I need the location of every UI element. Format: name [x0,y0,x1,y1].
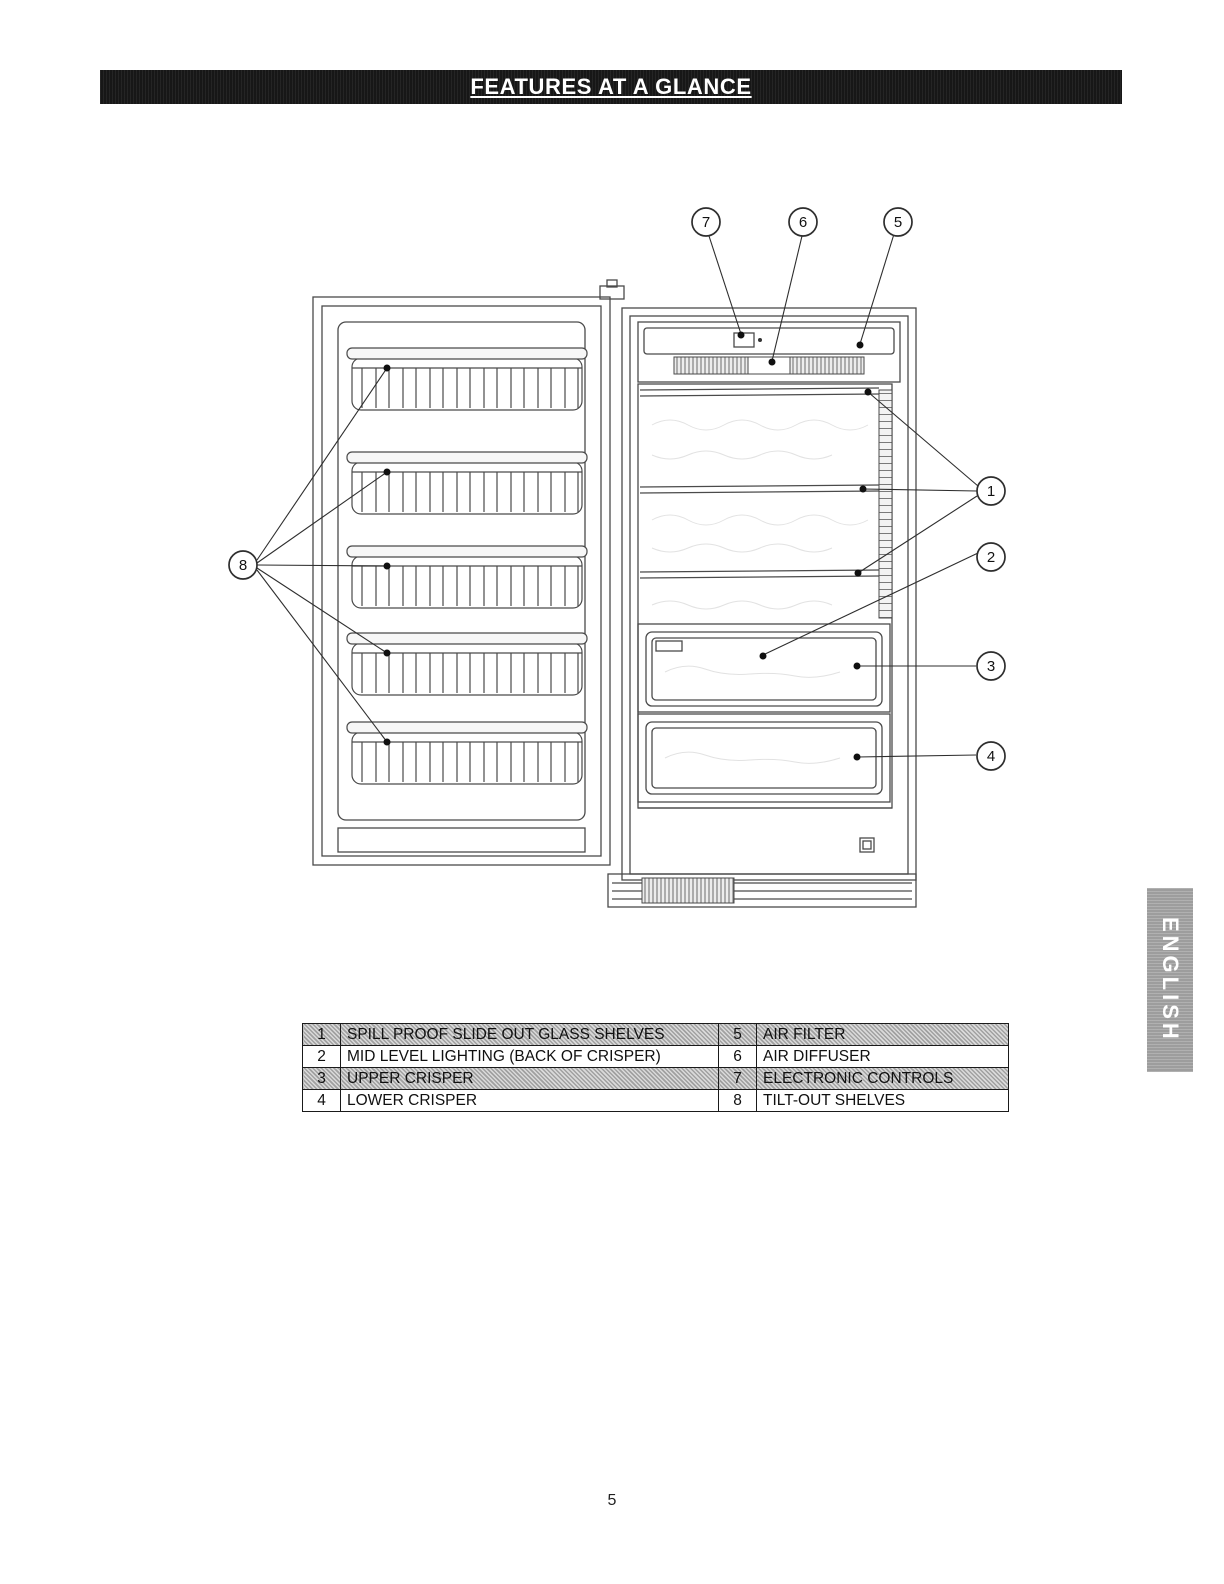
callout-3: 3 [853,651,1006,681]
electronic-controls-panel [643,327,895,355]
callout-6: 6 [768,207,818,366]
feature-label: UPPER CRISPER [340,1067,719,1090]
callout-number: 6 [799,214,807,231]
table-row: 3 UPPER CRISPER 7 ELECTRONIC CONTROLS [302,1067,1009,1090]
callout-2: 2 [759,542,1006,660]
table-row: 2 MID LEVEL LIGHTING (BACK OF CRISPER) 6… [302,1045,1009,1068]
feature-number: 8 [718,1089,757,1112]
feature-label: AIR FILTER [756,1023,1009,1046]
callout-number: 1 [987,483,995,500]
crisper-handle [655,640,683,652]
feature-label: LOWER CRISPER [340,1089,719,1112]
glass-shelves [639,387,880,579]
tilt-out-shelf [346,721,588,785]
page-title: FEATURES AT A GLANCE [470,74,752,99]
tilt-out-shelf [346,451,588,515]
callout-number: 5 [894,214,902,231]
table-row: 1 SPILL PROOF SLIDE OUT GLASS SHELVES 5 … [302,1023,1009,1046]
callout-8: 8 [228,364,391,746]
callout-number: 7 [702,214,710,231]
feature-label: SPILL PROOF SLIDE OUT GLASS SHELVES [340,1023,719,1046]
callout-1: 1 [854,388,1006,577]
features-table: 1 SPILL PROOF SLIDE OUT GLASS SHELVES 5 … [302,1023,1009,1112]
tilt-out-shelf [346,632,588,696]
feature-number: 4 [302,1089,341,1112]
upper-crisper [637,623,891,713]
tilt-out-shelf [346,347,588,411]
page-number: 5 [607,1492,617,1509]
feature-number: 2 [302,1045,341,1068]
lower-crisper [637,713,891,803]
refrigerator-diagram: 8 7 6 5 [228,207,1006,908]
air-filter-tower [878,389,893,619]
callout-number: 4 [987,748,995,765]
callout-number: 2 [987,549,995,566]
feature-label: ELECTRONIC CONTROLS [756,1067,1009,1090]
door-hinge [599,285,625,300]
freezer-door [312,279,625,866]
callout-5: 5 [856,207,913,349]
feature-number: 6 [718,1045,757,1068]
feature-label: AIR DIFFUSER [756,1045,1009,1068]
feature-number: 3 [302,1067,341,1090]
language-tab: ENGLISH [1147,888,1193,1072]
kick-grille [607,873,917,908]
interior-badge [859,837,875,853]
callout-number: 8 [239,557,247,574]
section-header: FEATURES AT A GLANCE [100,70,1122,104]
air-diffuser-grille [673,356,865,375]
feature-number: 7 [718,1067,757,1090]
freezer-cabinet [621,307,917,881]
feature-label: MID LEVEL LIGHTING (BACK OF CRISPER) [340,1045,719,1068]
callout-number: 3 [987,658,995,675]
feature-number: 5 [718,1023,757,1046]
feature-number: 1 [302,1023,341,1046]
language-tab-label: ENGLISH [1158,917,1183,1043]
feature-label: TILT-OUT SHELVES [756,1089,1009,1112]
table-row: 4 LOWER CRISPER 8 TILT-OUT SHELVES [302,1089,1009,1112]
callout-7: 7 [691,207,745,339]
callout-4: 4 [853,741,1006,771]
controls-display [733,332,755,348]
tilt-out-shelf [346,545,588,609]
